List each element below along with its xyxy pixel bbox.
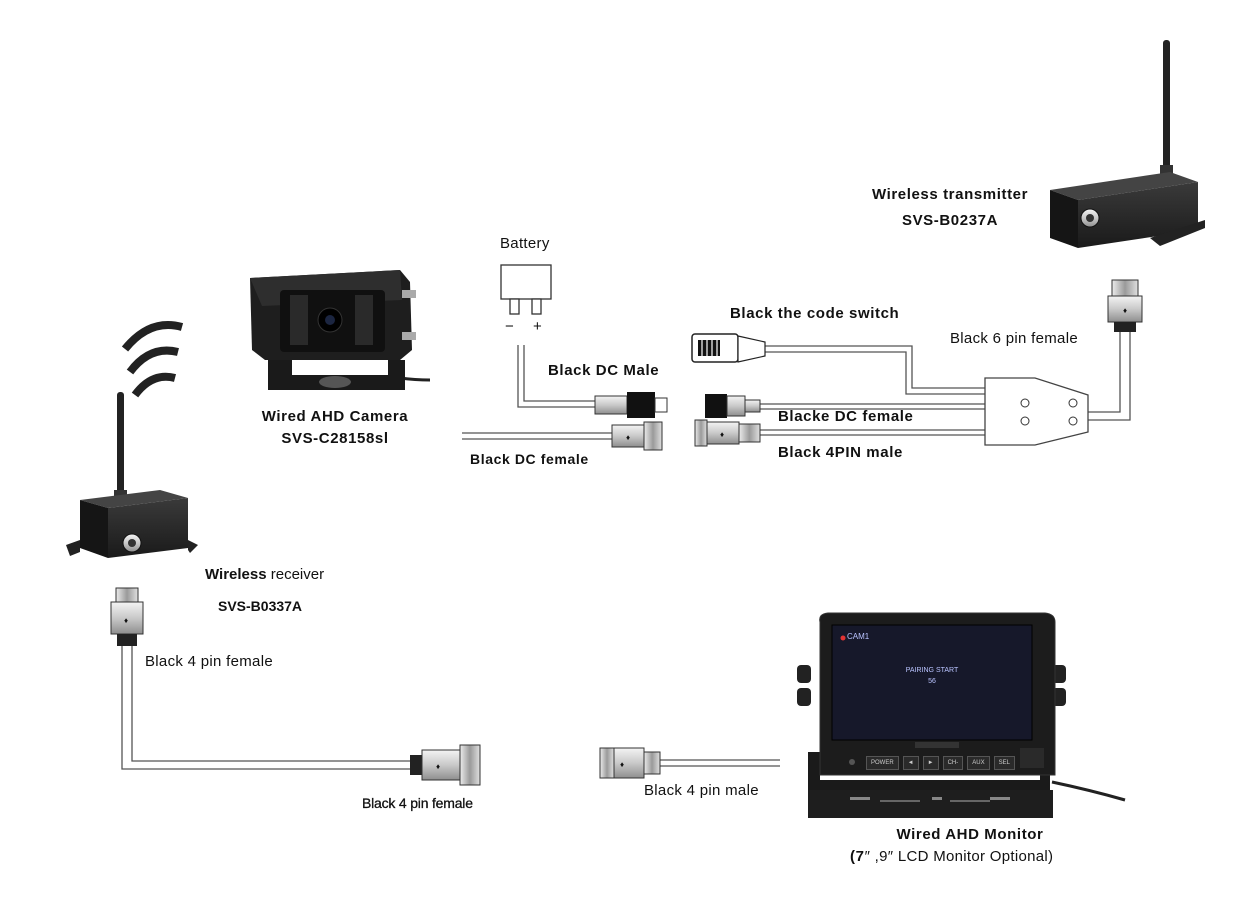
cables xyxy=(121,330,1131,802)
cable-battery-to-dc-male xyxy=(517,345,595,408)
wireless-receiver-device xyxy=(66,320,198,558)
dc-female-right-connector xyxy=(705,394,761,418)
monitor-button-row: POWER ◄ ► CH- AUX SEL xyxy=(866,756,1015,770)
monitor-ch-button[interactable]: CH- xyxy=(942,756,964,770)
monitor-right-button[interactable]: ► xyxy=(922,756,939,770)
dc-male-connector xyxy=(594,392,668,418)
cable-monitor-rear xyxy=(1051,780,1126,802)
cable-camera-to-dc-female xyxy=(462,432,612,440)
transmitter-name-label: Wireless transmitter xyxy=(871,186,1029,203)
monitor-pairing-countdown: 56 xyxy=(928,678,936,685)
dc-female-left-connector: ♦ xyxy=(611,421,663,451)
six-pin-female-connector: ♦ xyxy=(1107,279,1143,332)
splitter-box xyxy=(984,377,1089,446)
signal-wave-icon xyxy=(131,372,177,398)
dc-female-right-label: Blacke DC female xyxy=(778,408,914,425)
cable-transmitter-to-splitter xyxy=(1088,330,1131,421)
svg-text:♦: ♦ xyxy=(124,616,128,625)
battery-plus-label: + xyxy=(533,318,543,335)
svg-text:♦: ♦ xyxy=(436,762,440,771)
four-pin-female-lower-connector: ♦ xyxy=(410,744,481,786)
monitor-sel-button[interactable]: SEL xyxy=(993,756,1015,770)
monitor-name-label: Wired AHD Monitor xyxy=(896,826,1044,843)
cable-monitor-to-4pin xyxy=(660,759,780,767)
svg-text:♦: ♦ xyxy=(720,430,724,439)
monitor-aux-button[interactable]: AUX xyxy=(967,756,990,770)
svg-text:♦: ♦ xyxy=(1123,306,1127,315)
wireless-transmitter-device xyxy=(1050,40,1205,248)
four-pin-female-upper-label: Black 4 pin female xyxy=(145,653,273,670)
svg-text:♦: ♦ xyxy=(626,433,630,442)
receiver-name-rest: receiver xyxy=(266,566,325,583)
ahd-monitor-device xyxy=(797,612,1066,818)
four-pin-male-lower-label: Black 4 pin male xyxy=(644,782,759,799)
ahd-camera-device xyxy=(250,270,416,390)
camera-model-label: SVS-C28158sl xyxy=(281,430,389,447)
battery-device xyxy=(500,264,552,315)
code-switch-connector xyxy=(691,333,766,363)
receiver-name-bold: Wireless xyxy=(205,566,267,583)
camera-name-label: Wired AHD Camera xyxy=(261,408,409,425)
monitor-power-button[interactable]: POWER xyxy=(866,756,899,770)
code-switch-label: Black the code switch xyxy=(730,305,900,322)
four-pin-male-right-label: Black 4PIN male xyxy=(778,444,903,461)
monitor-option-num: 7 xyxy=(855,848,865,865)
battery-label: Battery xyxy=(500,235,550,252)
four-pin-female-upper-connector: ♦ xyxy=(110,587,144,646)
four-pin-male-lower-connector: ♦ xyxy=(599,747,661,779)
monitor-option-rest: ″ ,9″ LCD Monitor Optional) xyxy=(864,848,1054,865)
battery-minus-label: − xyxy=(505,318,515,335)
six-pin-female-label: Black 6 pin female xyxy=(950,330,1078,347)
monitor-option-label: (7″ ,9″ LCD Monitor Optional) xyxy=(850,848,1053,865)
cable-code-switch xyxy=(765,345,985,395)
cable-dc-female-right xyxy=(760,403,985,410)
monitor-pairing-status: PAIRING START xyxy=(905,667,959,674)
receiver-model-label: SVS-B0337A xyxy=(218,598,303,614)
cable-4pin-male-right xyxy=(760,429,985,436)
dc-female-left-label: Black DC female xyxy=(470,451,589,467)
cable-receiver-to-4pin xyxy=(121,645,410,770)
monitor-left-button[interactable]: ◄ xyxy=(902,756,919,770)
dc-male-label: Black DC Male xyxy=(548,362,660,379)
transmitter-model-label: SVS-B0237A xyxy=(901,212,999,229)
receiver-name-label: Wireless receiver xyxy=(205,566,324,583)
four-pin-female-lower-label: Black 4 pin female xyxy=(362,795,473,811)
monitor-channel-label: CAM1 xyxy=(847,632,870,641)
monitor-option-paren: ( xyxy=(850,848,856,865)
four-pin-male-right-connector: ♦ xyxy=(694,419,761,447)
svg-text:♦: ♦ xyxy=(620,760,624,769)
